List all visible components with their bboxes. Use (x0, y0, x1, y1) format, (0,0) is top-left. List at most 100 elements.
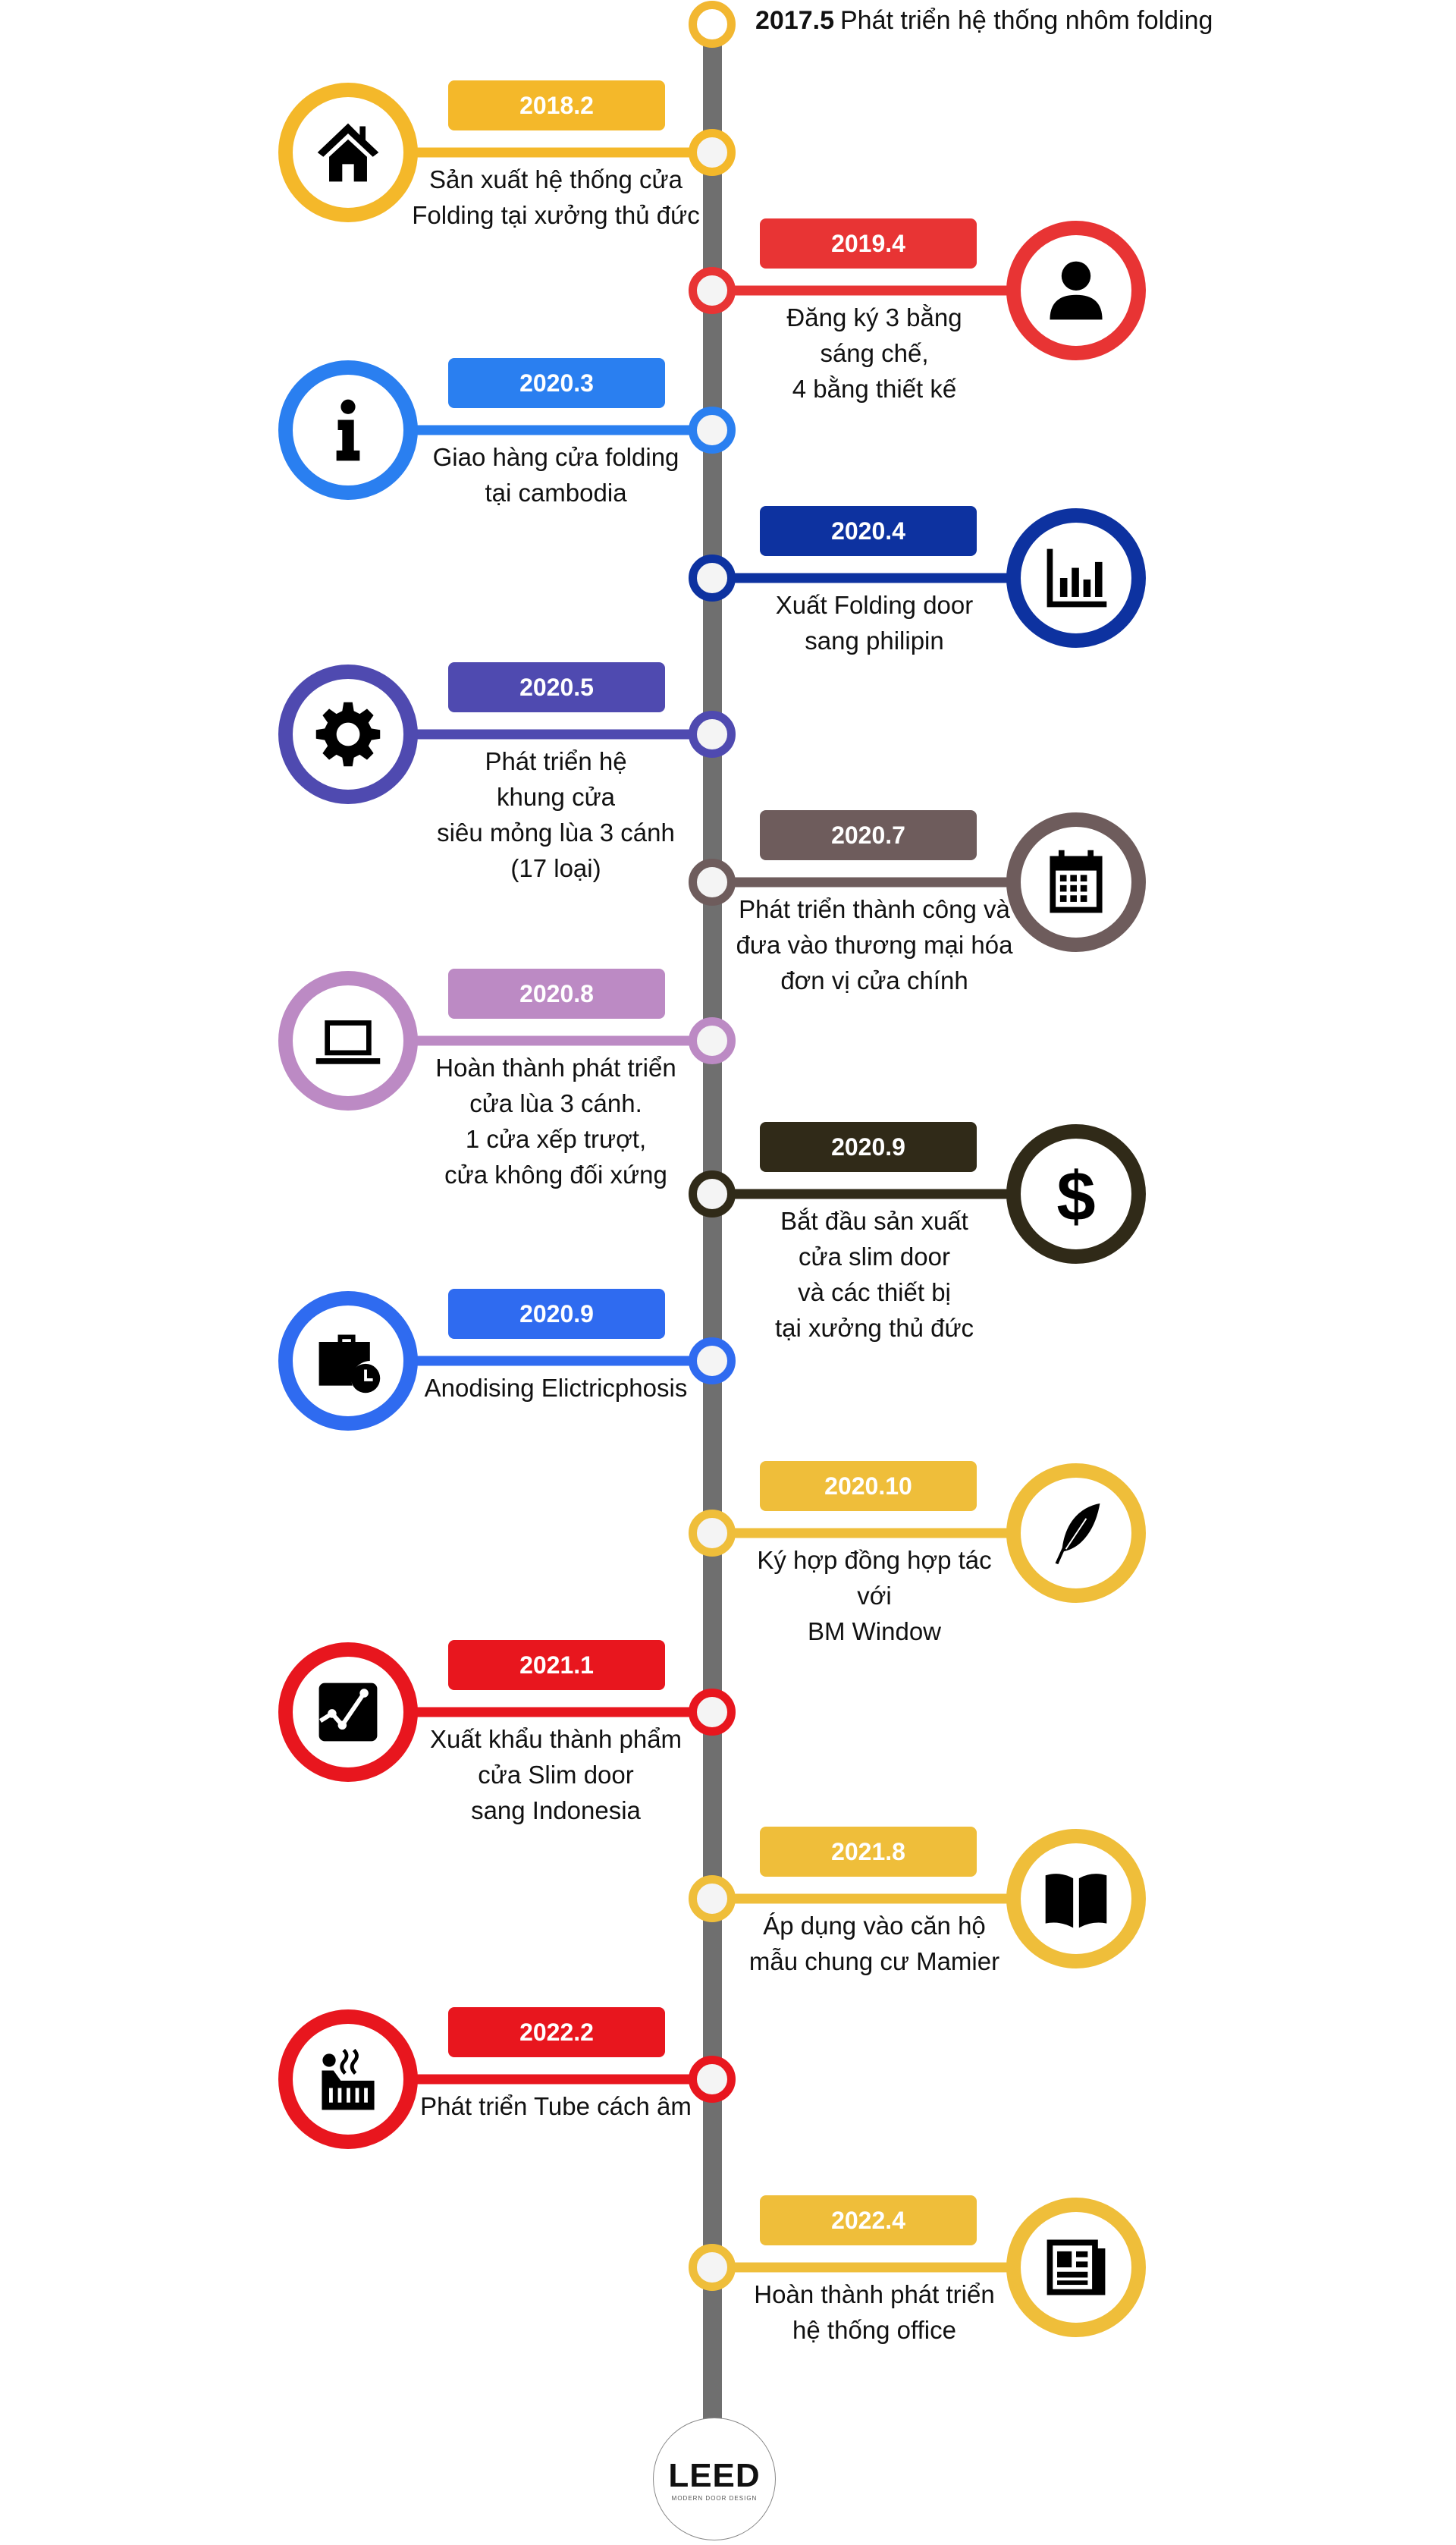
icon-circle (278, 1642, 418, 1782)
timeline-node (689, 1017, 736, 1064)
connector-line (712, 573, 1076, 583)
milestone-text-line: tại xưởng thủ đức (774, 1314, 974, 1342)
connector-line (348, 1707, 712, 1717)
milestone-text-line: Hoàn thành phát triển (435, 1054, 676, 1082)
connector-line (712, 1189, 1076, 1199)
milestone-text-line: Phát triển Tube cách âm (420, 2092, 692, 2120)
milestone-text-line: Anodising Elictricphosis (424, 1374, 688, 1402)
year-badge: 2020.4 (760, 506, 977, 556)
milestone-text-line: Ký hợp đồng hợp tác (757, 1546, 992, 1574)
milestone-description: Phát triển Tube cách âm (389, 2088, 723, 2124)
milestone-text-line: 1 cửa xếp trượt, (465, 1125, 647, 1153)
connector-line (348, 147, 712, 158)
timeline-node (689, 1510, 736, 1557)
year-badge: 2021.1 (448, 1640, 665, 1690)
milestone-text-line: đưa vào thương mại hóa (736, 931, 1013, 959)
year-badge: 2020.7 (760, 810, 977, 860)
start-node (689, 1, 736, 48)
connector-line (348, 2074, 712, 2085)
year-badge: 2022.4 (760, 2195, 977, 2245)
connector-line (348, 729, 712, 740)
logo-wordmark: LEED (668, 2456, 761, 2494)
timeline-node (689, 2244, 736, 2291)
connector-line (712, 285, 1076, 296)
user-icon (1050, 261, 1103, 320)
logo-tagline: MODERN DOOR DESIGN (671, 2494, 758, 2502)
book-icon (1045, 1874, 1107, 1928)
milestone-text-line: hệ thống office (792, 2316, 956, 2344)
milestone-text-line: Folding tại xưởng thủ đức (412, 201, 700, 229)
year-badge: 2020.10 (760, 1461, 977, 1511)
milestone-text-line: khung cửa (496, 783, 616, 811)
timeline-node (689, 1337, 736, 1384)
milestone-text-line: cửa slim door (799, 1243, 950, 1271)
year-badge: 2018.2 (448, 80, 665, 130)
milestone-text-line: sang philipin (805, 627, 944, 655)
start-year: 2017.5 (755, 6, 834, 35)
milestone-text-line: Xuất khẩu thành phẩm (429, 1725, 682, 1753)
timeline-node (689, 2056, 736, 2103)
bar-chart-icon (1046, 548, 1107, 608)
leed-logo: LEED MODERN DOOR DESIGN (653, 2418, 776, 2540)
connector-line (348, 1035, 712, 1046)
milestone-text-line: tại cambodia (485, 479, 627, 507)
start-text: Phát triển hệ thống nhôm folding (840, 6, 1213, 35)
milestone-description: Xuất khẩu thành phẩm cửa Slim door sang In… (389, 1721, 723, 1828)
year-badge: 2022.2 (448, 2007, 665, 2057)
milestone-text-line: với (857, 1582, 892, 1610)
milestone-text-line: cửa Slim door (478, 1761, 634, 1789)
info-icon (336, 399, 360, 461)
milestone-text-line: 4 bằng thiết kế (792, 375, 957, 403)
timeline-node (689, 1689, 736, 1736)
timeline-node (689, 711, 736, 758)
line-chart-icon (318, 1683, 378, 1742)
laptop-icon (315, 1020, 381, 1064)
connector-line (712, 1528, 1076, 1538)
timeline-node (689, 407, 736, 454)
icon-circle (278, 1291, 418, 1431)
connector-line (712, 877, 1076, 888)
milestone-description: Xuất Folding door sang philipin (708, 587, 1041, 658)
calendar-icon (1050, 850, 1103, 913)
timeline-node (689, 1170, 736, 1218)
milestone-text-line: mẫu chung cư Mamier (748, 1947, 1000, 1975)
milestone-text-line: Phát triển hệ (485, 747, 627, 775)
milestone-text-line: sang Indonesia (471, 1796, 641, 1824)
milestone-text-line: Đăng ký 3 bằng (786, 303, 962, 331)
year-badge: 2020.3 (448, 358, 665, 408)
milestone-text-line: đơn vị cửa chính (780, 966, 968, 994)
icon-circle (1006, 1829, 1146, 1968)
year-badge: 2020.5 (448, 662, 665, 712)
milestone-text-line: Sản xuất hệ thống cửa (429, 165, 682, 193)
timeline-node (689, 267, 736, 314)
year-badge: 2020.8 (448, 969, 665, 1019)
milestone-text-line: Xuất Folding door (775, 591, 974, 619)
milestone-text-line: và các thiết bị (798, 1278, 951, 1306)
milestone-description: Ký hợp đồng hợp tác với BM Window (708, 1542, 1041, 1649)
dollar-icon: $ (1056, 1158, 1095, 1230)
year-badge: 2020.9 (448, 1289, 665, 1339)
year-badge: 2020.9 (760, 1122, 977, 1172)
milestone-text-line: BM Window (807, 1617, 942, 1645)
milestone-text-line: siêu mỏng lùa 3 cánh (437, 818, 675, 847)
connector-line (348, 1356, 712, 1366)
year-badge: 2019.4 (760, 218, 977, 269)
timeline-node (689, 859, 736, 906)
timeline-node (689, 555, 736, 602)
icon-circle (278, 360, 418, 500)
connector-line (712, 1893, 1076, 1904)
briefcase-clock-icon (318, 1334, 381, 1393)
milestone-description: Phát triển hệ khung cửa siêu mỏng lùa 3 cá… (389, 743, 723, 886)
icon-circle: $ (1006, 1124, 1146, 1264)
milestone-description: Anodising Elictricphosis (389, 1370, 723, 1406)
home-icon (317, 123, 379, 182)
milestone-text-line: Hoàn thành phát triển (754, 2280, 995, 2308)
